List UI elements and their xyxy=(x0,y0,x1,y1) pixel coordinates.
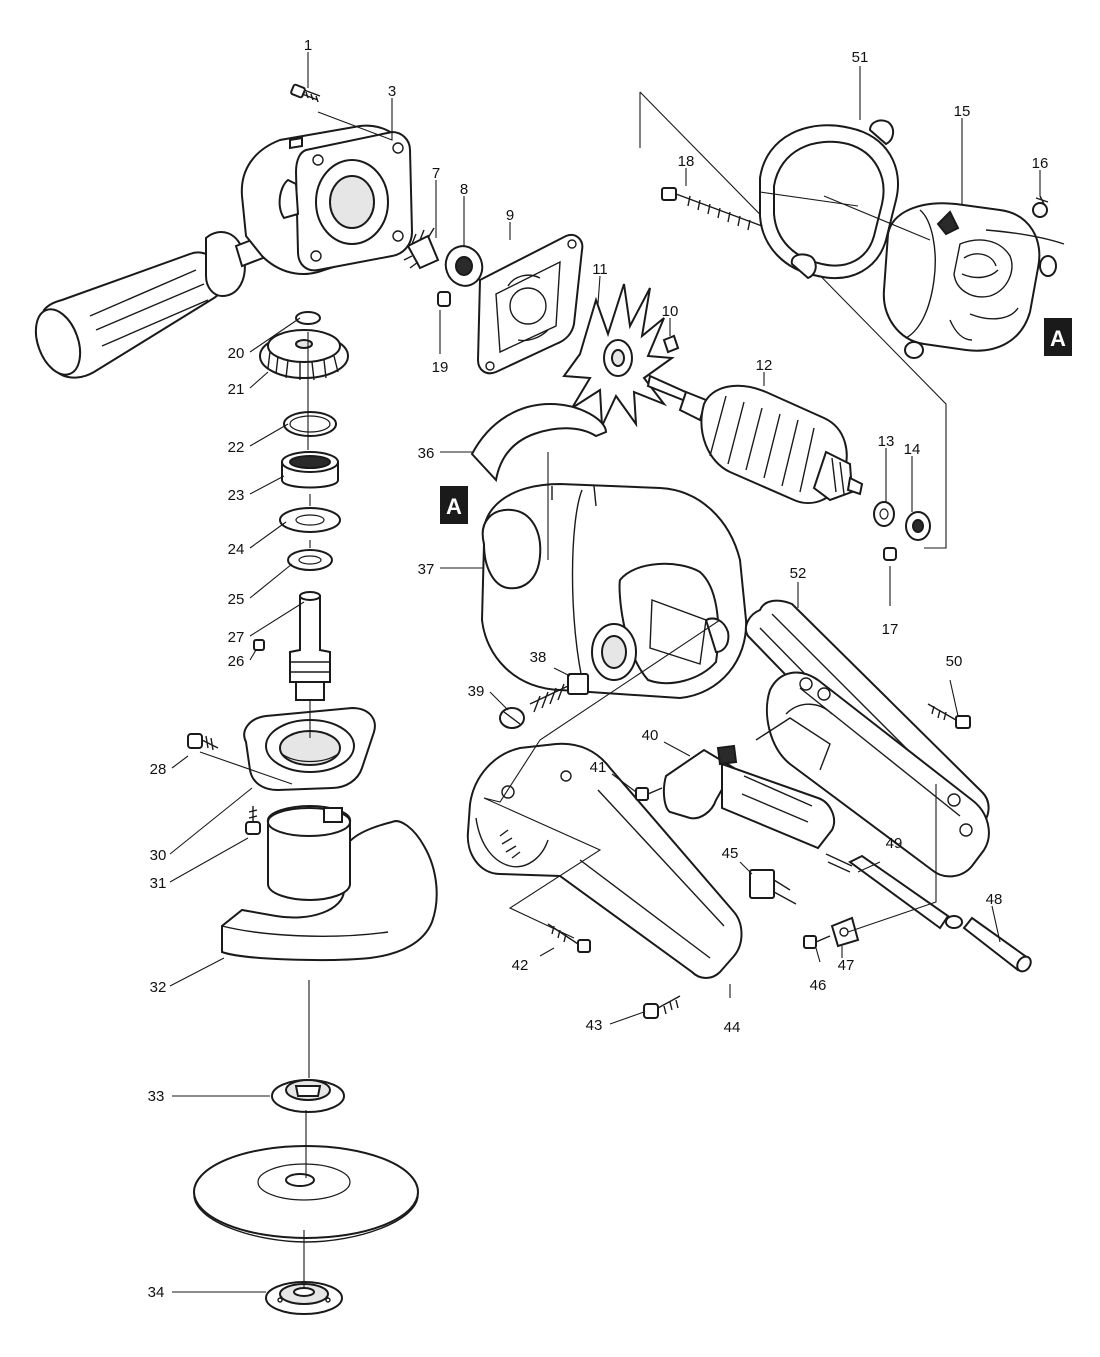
callout-31: 31 xyxy=(150,875,167,892)
callout-32: 32 xyxy=(150,979,167,996)
field-coil-15 xyxy=(882,202,1065,352)
cord-guard-49 xyxy=(825,853,963,930)
callout-51: 51 xyxy=(852,49,869,66)
screw-46 xyxy=(803,935,831,949)
callout-14: 14 xyxy=(904,441,921,458)
callout-9: 9 xyxy=(506,207,514,224)
bearing-14 xyxy=(905,511,931,541)
bearing-retainer-plate-9 xyxy=(476,234,584,375)
bearing-8 xyxy=(444,245,484,287)
screw-42 xyxy=(547,923,591,953)
callout-45: 45 xyxy=(722,845,739,862)
callout-28: 28 xyxy=(150,761,167,778)
marker-a-field: A xyxy=(1044,318,1072,356)
armature-12 xyxy=(646,374,864,504)
screw-18 xyxy=(661,187,763,231)
callout-42: 42 xyxy=(512,957,529,974)
key-10 xyxy=(662,334,680,354)
callout-18: 18 xyxy=(678,153,695,170)
marker-a-motor: A xyxy=(440,486,468,524)
callout-34: 34 xyxy=(148,1284,165,1301)
bevel-gear-21 xyxy=(259,329,349,381)
callout-27: 27 xyxy=(228,629,245,646)
bearing-23 xyxy=(281,451,339,489)
callout-13: 13 xyxy=(878,433,895,450)
marker-a-field-label: A xyxy=(1050,326,1066,351)
callout-38: 38 xyxy=(530,649,547,666)
callout-3: 3 xyxy=(388,83,396,100)
pin-17 xyxy=(883,547,897,561)
washer-13 xyxy=(873,501,895,527)
switch-40 xyxy=(662,744,836,850)
marker-a-motor-label: A xyxy=(446,494,462,519)
brush-holder-cap-39 xyxy=(499,707,525,729)
ring-20 xyxy=(295,311,321,325)
callout-23: 23 xyxy=(228,487,245,504)
washer-25 xyxy=(287,549,333,571)
callout-49: 49 xyxy=(886,835,903,852)
bearing-box-30 xyxy=(243,706,376,792)
callout-39: 39 xyxy=(468,683,485,700)
bolt-28 xyxy=(187,733,219,751)
callout-36: 36 xyxy=(418,445,435,462)
callout-46: 46 xyxy=(810,977,827,994)
screw-50 xyxy=(927,703,971,729)
fan-11 xyxy=(562,283,675,428)
callout-1: 1 xyxy=(304,37,312,54)
terminal-16 xyxy=(904,195,1057,359)
gear-housing xyxy=(240,124,414,276)
screw-43 xyxy=(643,995,681,1019)
callout-20: 20 xyxy=(228,345,245,362)
key-26 xyxy=(253,639,265,651)
pinion-gear-7 xyxy=(403,227,440,270)
callout-30: 30 xyxy=(150,847,167,864)
callout-44: 44 xyxy=(724,1019,741,1036)
callout-37: 37 xyxy=(418,561,435,578)
inner-flange-33 xyxy=(271,1079,345,1113)
callout-8: 8 xyxy=(460,181,468,198)
callout-47: 47 xyxy=(838,957,855,974)
callout-19: 19 xyxy=(432,359,449,376)
screw-41 xyxy=(635,787,663,801)
wheel-guard-32 xyxy=(221,804,438,961)
callout-50: 50 xyxy=(946,653,963,670)
lock-nut-34 xyxy=(265,1281,343,1315)
callout-52: 52 xyxy=(790,565,807,582)
callout-43: 43 xyxy=(586,1017,603,1034)
field-baffle-ring-51 xyxy=(759,119,899,280)
pin-19 xyxy=(437,291,451,307)
callout-11: 11 xyxy=(592,261,608,278)
power-cord-48 xyxy=(962,916,1032,973)
callout-33: 33 xyxy=(148,1088,165,1105)
callout-24: 24 xyxy=(228,541,245,558)
callout-41: 41 xyxy=(590,759,607,776)
motor-housing-37 xyxy=(480,482,748,700)
handle-half-44 xyxy=(466,742,743,979)
screw-31 xyxy=(245,806,261,835)
callout-16: 16 xyxy=(1032,155,1049,172)
callout-15: 15 xyxy=(954,103,971,120)
noise-suppressor-45 xyxy=(749,869,797,905)
callout-40: 40 xyxy=(642,727,659,744)
carbon-brush-38 xyxy=(529,673,589,713)
callout-22: 22 xyxy=(228,439,245,456)
spindle-27 xyxy=(289,591,331,701)
bolt-1 xyxy=(290,83,321,103)
callout-21: 21 xyxy=(228,381,245,398)
switch-housing xyxy=(755,671,990,878)
strain-relief-47 xyxy=(830,916,860,948)
callout-26: 26 xyxy=(228,653,245,670)
washer-24 xyxy=(279,507,341,533)
callout-48: 48 xyxy=(986,891,1003,908)
callout-12: 12 xyxy=(756,357,773,374)
callout-17: 17 xyxy=(882,621,899,638)
callout-7: 7 xyxy=(432,165,440,182)
callout-25: 25 xyxy=(228,591,245,608)
insulation-paper-36 xyxy=(470,402,608,483)
callout-10: 10 xyxy=(662,303,679,320)
